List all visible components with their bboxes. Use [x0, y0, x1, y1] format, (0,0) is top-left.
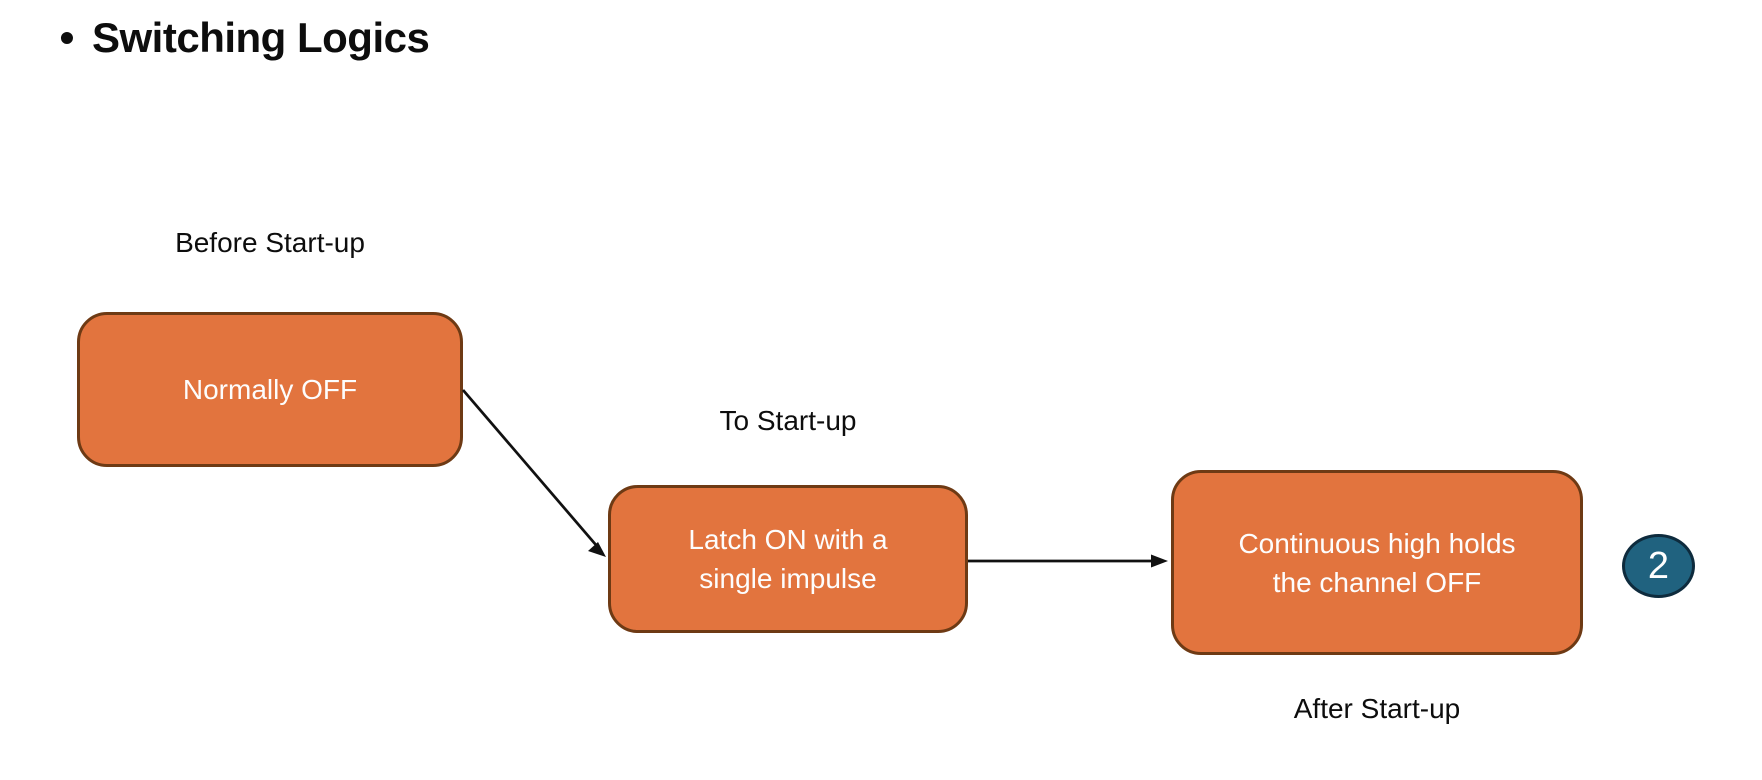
- page-number-badge: 2: [1622, 534, 1695, 598]
- stage-caption-before-startup: Before Start-up: [175, 227, 365, 258]
- flow-box-label: Continuous high holds the channel OFF: [1238, 527, 1516, 598]
- bullet-icon: •: [59, 14, 75, 61]
- page-number: 2: [1647, 544, 1670, 587]
- flow-box-continuous-high: Continuous high holds the channel OFF: [1171, 470, 1583, 655]
- flow-box-latch-on: Latch ON with a single impulse: [608, 485, 968, 633]
- stage-caption-to-startup: To Start-up: [719, 405, 857, 436]
- stage-caption-after-startup: After Start-up: [1293, 693, 1461, 724]
- title-row: • Switching Logics: [42, 14, 430, 62]
- arrow-right-icon: [968, 554, 1168, 568]
- flow-box-normally-off: Normally OFF: [77, 312, 463, 467]
- flow-box-label: Latch ON with a single impulse: [688, 524, 888, 594]
- arrow-down-right-icon: [461, 389, 606, 557]
- flow-box-label: Normally OFF: [182, 374, 358, 405]
- slide-title: Switching Logics: [92, 14, 430, 61]
